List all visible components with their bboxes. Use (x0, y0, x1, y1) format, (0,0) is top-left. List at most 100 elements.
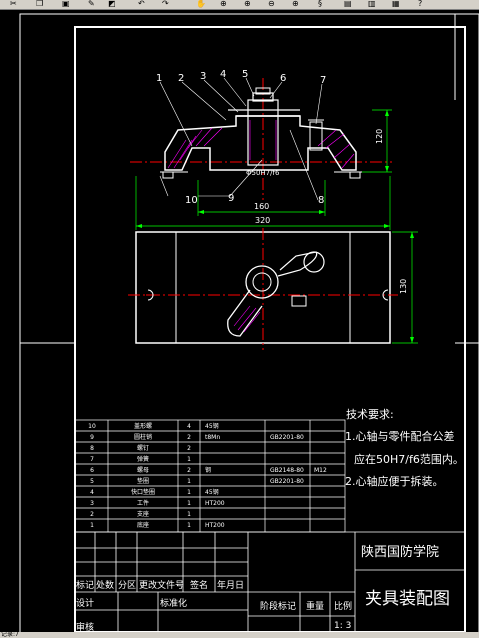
brush-icon[interactable]: ✎ (88, 0, 95, 8)
bom-cell-std: GB2201-80 (270, 478, 304, 485)
bom-cell-no: 10 (88, 423, 96, 430)
design-label: 设计 (76, 597, 94, 609)
bom-cell-material: HT200 (205, 500, 225, 507)
technical-requirements: 技术要求: 1.心轴与零件配合公差 应在50H7/f6范围内。 2.心轴应便于拆… (345, 408, 464, 488)
bom-cell-material: 钢 (205, 466, 211, 474)
bom-cell-qty: 4 (187, 423, 191, 430)
part-number-4: 4 (220, 69, 226, 80)
part-number-5: 5 (242, 69, 248, 80)
bom-cell-name: 圆柱销 (134, 433, 152, 441)
col-zone: 分区 (118, 580, 136, 591)
plan-view (128, 228, 398, 350)
col-change-doc: 更改文件号 (139, 579, 184, 591)
bom-cell-no: 8 (90, 445, 94, 452)
zoom-realtime-icon[interactable]: ⊕ (220, 0, 227, 8)
tool-palette-icon[interactable]: ▤ (344, 0, 352, 8)
copy-icon[interactable]: ❐ (36, 0, 44, 8)
bom-cell-qty: 1 (187, 511, 191, 518)
bom-cell-std: GB2201-80 (270, 434, 304, 441)
pan-icon[interactable]: ✋ (196, 0, 206, 8)
bom-cell-note: M12 (314, 467, 327, 474)
bom-cell-name: 垫圈 (137, 477, 149, 485)
part-number-1: 1 (156, 73, 162, 84)
bom-cell-qty: 1 (187, 478, 191, 485)
part-number-3: 3 (200, 71, 206, 82)
bom-cell-no: 6 (90, 467, 94, 474)
part-number-10: 10 (185, 195, 198, 206)
bom-cell-qty: 2 (187, 434, 191, 441)
bom-cell-name: 底座 (137, 521, 149, 529)
help-icon[interactable]: ? (418, 0, 423, 8)
tech-req-line-1: 1.心轴与零件配合公差 (345, 429, 455, 443)
review-label: 审核 (76, 621, 94, 633)
bom-cell-material: HT200 (205, 522, 225, 529)
title-block-text: 陕西国防学院 夹具装配图 标记 处数 分区 更改文件号 签名 年月日 设计 标准… (76, 544, 450, 633)
col-mark: 标记 (76, 579, 94, 591)
scale-label: 比例 (334, 600, 352, 612)
drawing-title: 夹具装配图 (365, 589, 450, 609)
status-text: 记录:7 (1, 632, 19, 638)
bom-cell-qty: 2 (187, 467, 191, 474)
part-number-7: 7 (320, 75, 326, 86)
markup-icon[interactable]: ▥ (368, 0, 376, 8)
zoom-previous-icon[interactable]: ⊖ (268, 0, 275, 8)
bom-cell-qty: 2 (187, 445, 191, 452)
weight-label: 重量 (306, 600, 324, 612)
status-bar: 记录:7 (0, 632, 479, 638)
school-name: 陕西国防学院 (361, 544, 439, 560)
design-center-icon[interactable]: § (318, 0, 322, 8)
bom-cell-name: 螺母 (137, 466, 149, 474)
bom-cell-qty: 1 (187, 522, 191, 529)
bom-cell-qty: 1 (187, 500, 191, 507)
redo-icon[interactable]: ↷ (162, 0, 169, 8)
bom-cell-name: 盖形螺 (134, 422, 152, 430)
title-block (75, 531, 465, 632)
bom-cell-name: 支座 (137, 510, 149, 518)
undo-icon[interactable]: ↶ (138, 0, 145, 8)
cad-toolbar: ✂ ❐ ▣ ✎ ◩ ↶ ↷ ✋ ⊕ ⊕ ⊖ ⊕ § ▤ ▥ ▦ ? (0, 0, 479, 10)
calculator-icon[interactable]: ▦ (392, 0, 400, 8)
bom-cell-material: 45钢 (205, 488, 219, 496)
bom-cell-name: 工件 (137, 499, 149, 507)
bom-cell-no: 5 (90, 478, 94, 485)
properties-icon[interactable]: ⊕ (292, 0, 299, 8)
bom-cell-no: 9 (90, 434, 94, 441)
bom-cell-name: 快口垫圈 (131, 488, 155, 496)
fit-tolerance-label: Φ50H7/f6 (246, 169, 280, 177)
bom-cell-material: 45钢 (205, 422, 219, 430)
bom-cell-name: 弹簧 (137, 455, 149, 463)
stage-mark-label: 阶段标记 (260, 600, 296, 612)
standardize-label: 标准化 (160, 597, 187, 609)
part-number-6: 6 (280, 73, 286, 84)
paste-icon[interactable]: ▣ (62, 0, 70, 8)
bom-cell-std: GB2148-80 (270, 467, 304, 474)
col-date: 年月日 (217, 579, 244, 591)
scale-value: 1: 3 (334, 621, 351, 631)
zoom-window-icon[interactable]: ⊕ (244, 0, 251, 8)
bom-cell-no: 1 (90, 522, 94, 529)
tech-req-title: 技术要求: (346, 408, 394, 421)
bom-cell-material: t8Mn (205, 434, 220, 441)
bom-cell-no: 3 (90, 500, 94, 507)
format-icon[interactable]: ◩ (108, 0, 116, 8)
cut-icon[interactable]: ✂ (10, 0, 17, 8)
part-number-8: 8 (318, 195, 324, 206)
dimension-inner-width: 160 (254, 202, 269, 211)
front-view: 1 2 3 4 5 6 7 10 9 8 Φ50H7/f6 (130, 69, 418, 344)
bom-cell-qty: 1 (187, 489, 191, 496)
part-number-2: 2 (178, 73, 184, 84)
tech-req-line-2: 应在50H7/f6范围内。 (354, 452, 464, 466)
bom-cell-name: 螺钉 (137, 444, 149, 452)
bom-table (74, 419, 346, 533)
bom-cell-no: 7 (90, 456, 94, 463)
dimension-height: 120 (375, 129, 384, 144)
col-count: 处数 (96, 579, 114, 591)
bom-cell-no: 4 (90, 489, 94, 496)
dimension-outer-width: 320 (255, 216, 270, 225)
tech-req-line-3: 2.心轴应便于拆装。 (345, 474, 444, 488)
part-number-9: 9 (228, 193, 234, 204)
dimension-plan-height: 130 (399, 279, 408, 294)
col-sign: 签名 (190, 579, 208, 591)
bom-cell-no: 2 (90, 511, 94, 518)
